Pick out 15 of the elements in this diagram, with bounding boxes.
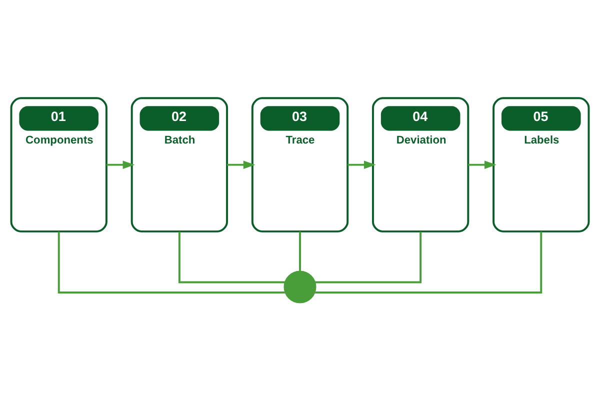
arrow <box>227 160 256 168</box>
connector <box>178 231 285 283</box>
node-box: 03 Trace <box>251 96 349 232</box>
arrow <box>468 160 496 168</box>
node-box: 02 Batch <box>130 96 228 232</box>
arrow <box>106 160 135 168</box>
node-box: 05 Labels <box>492 96 590 232</box>
connector <box>315 231 422 283</box>
node-circle <box>284 270 316 303</box>
node-box: 04 Deviation <box>372 96 470 232</box>
connector <box>299 231 301 270</box>
arrow <box>348 160 376 168</box>
connector <box>315 231 542 293</box>
node-box: 01 Components <box>10 96 108 232</box>
connector <box>58 231 285 293</box>
